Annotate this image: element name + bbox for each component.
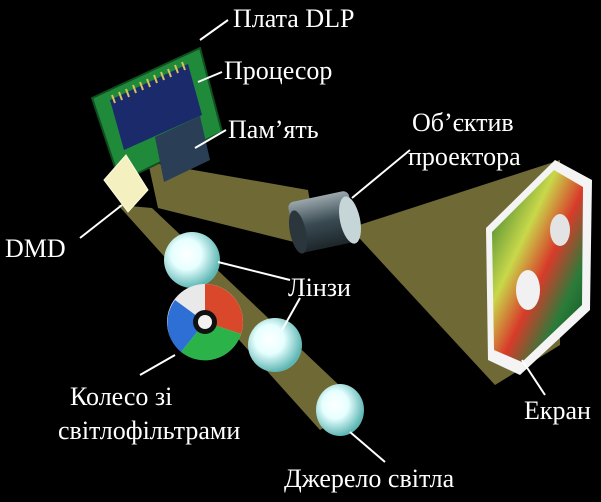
lenses	[164, 232, 364, 436]
label-wheel-line1: Колесо зі	[70, 382, 173, 411]
beam-dmd-to-objective	[148, 162, 318, 248]
color-wheel	[167, 284, 243, 361]
label-screen: Екран	[524, 396, 591, 425]
projection-screen	[486, 160, 592, 375]
dlp-board	[90, 46, 224, 213]
processor-chip	[110, 64, 202, 150]
label-objective-line2: проектора	[408, 142, 521, 171]
chip-pins	[111, 61, 186, 104]
label-dmd: DMD	[5, 234, 66, 263]
label-board: Плата DLP	[233, 4, 355, 33]
label-processor: Процесор	[224, 56, 333, 85]
lens-lower	[248, 318, 302, 372]
memory-chip	[155, 116, 210, 182]
dmd-chip	[103, 154, 149, 213]
label-light-source: Джерело світла	[284, 464, 455, 493]
label-objective-line1: Об’єктив	[412, 108, 514, 137]
label-wheel-line2: світлофільтрами	[58, 416, 241, 445]
projector-objective	[288, 191, 361, 254]
lens-upper	[164, 232, 220, 288]
label-memory: Пам’ять	[228, 115, 319, 144]
leader-lines	[79, 19, 546, 463]
label-lenses: Лінзи	[288, 273, 351, 302]
light-source-bulb	[316, 384, 364, 436]
